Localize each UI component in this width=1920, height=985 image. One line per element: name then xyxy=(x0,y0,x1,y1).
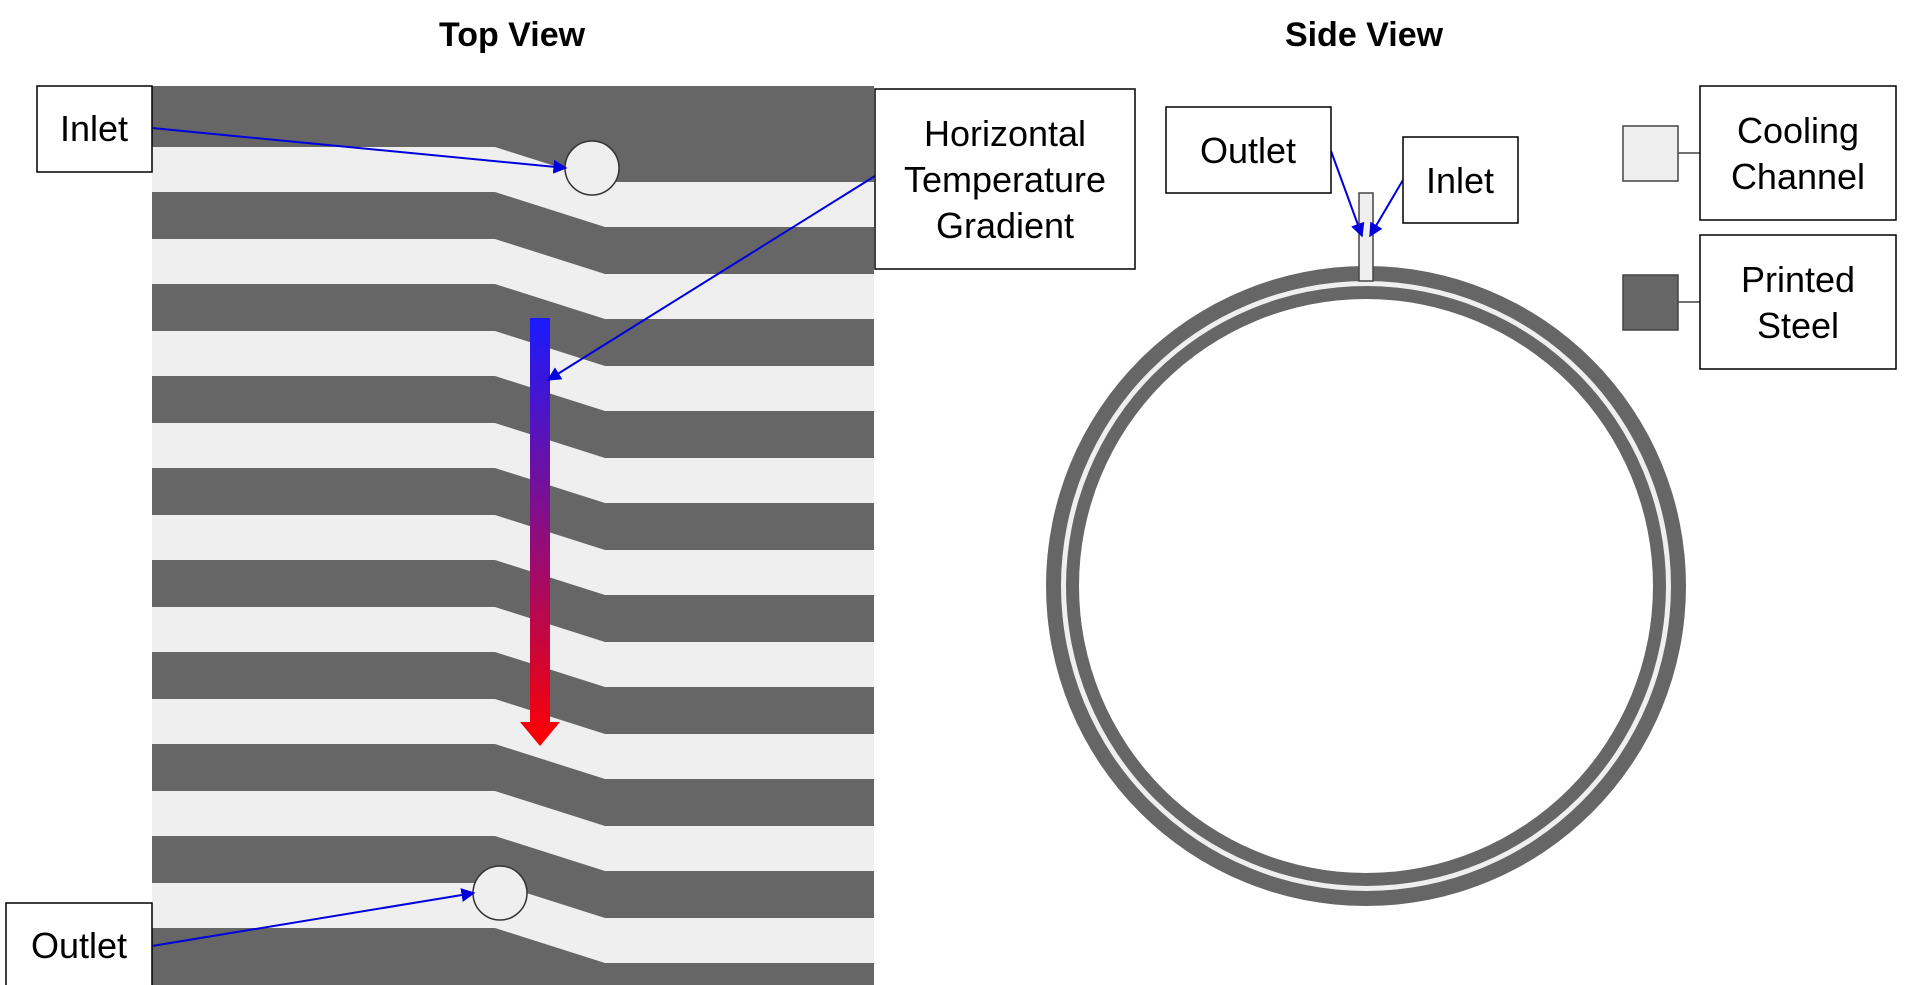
gradient-label-line-3: Gradient xyxy=(936,205,1074,246)
cooling-channel xyxy=(152,883,874,963)
cooling-channel xyxy=(152,239,874,319)
side-view: Outlet Inlet xyxy=(1046,106,1686,906)
cooling-channel xyxy=(152,515,874,595)
top-inlet-box xyxy=(36,85,153,173)
side-inlet-pointer xyxy=(1369,179,1404,238)
cooling-channel xyxy=(152,791,874,871)
side-inlet-label: Inlet xyxy=(1426,160,1494,201)
cooling-channel xyxy=(152,147,874,227)
legend-steel-line-2: Steel xyxy=(1757,305,1839,346)
side-outlet-box xyxy=(1165,106,1332,194)
side-outlet-label: Outlet xyxy=(1200,130,1296,171)
cooling-channel xyxy=(152,423,874,503)
gradient-pointer xyxy=(546,175,876,381)
cooling-channel xyxy=(152,607,874,687)
bore xyxy=(1079,299,1653,873)
top-inlet-label: Inlet xyxy=(60,108,128,149)
temperature-gradient-arrow xyxy=(520,318,560,746)
gradient-box xyxy=(874,88,1136,270)
cooling-channel xyxy=(152,331,874,411)
legend-cooling-line-2: Channel xyxy=(1731,156,1865,197)
top-outlet-label: Outlet xyxy=(31,925,127,966)
side-inlet-box xyxy=(1402,136,1519,224)
top-inlet-port xyxy=(564,140,620,196)
side-view-title: Side View xyxy=(1285,16,1444,54)
top-outlet-pointer xyxy=(151,888,476,947)
gradient-label-line-1: Horizontal xyxy=(924,113,1086,154)
cooling-channels xyxy=(152,147,874,963)
legend-steel-line-1: Printed xyxy=(1741,259,1855,300)
cooling-channel xyxy=(152,699,874,779)
legend-cooling-line-1: Cooling xyxy=(1737,110,1859,151)
top-inlet-pointer xyxy=(151,127,568,174)
legend-steel-swatch xyxy=(1622,274,1679,331)
legend-cooling-box xyxy=(1699,85,1897,221)
legend-cooling-swatch xyxy=(1622,125,1679,182)
legend: Cooling Channel Printed Steel xyxy=(1622,85,1897,370)
side-port-tube xyxy=(1358,192,1374,282)
top-view-title: Top View xyxy=(439,16,586,54)
side-outlet-pointer xyxy=(1330,150,1365,238)
top-outlet-box xyxy=(5,902,153,985)
gradient-label-line-2: Temperature xyxy=(904,159,1106,200)
top-outlet-port xyxy=(472,865,528,921)
top-view: Inlet Outlet Horizontal Temperature Grad… xyxy=(5,85,1136,985)
legend-steel-box xyxy=(1699,234,1897,370)
